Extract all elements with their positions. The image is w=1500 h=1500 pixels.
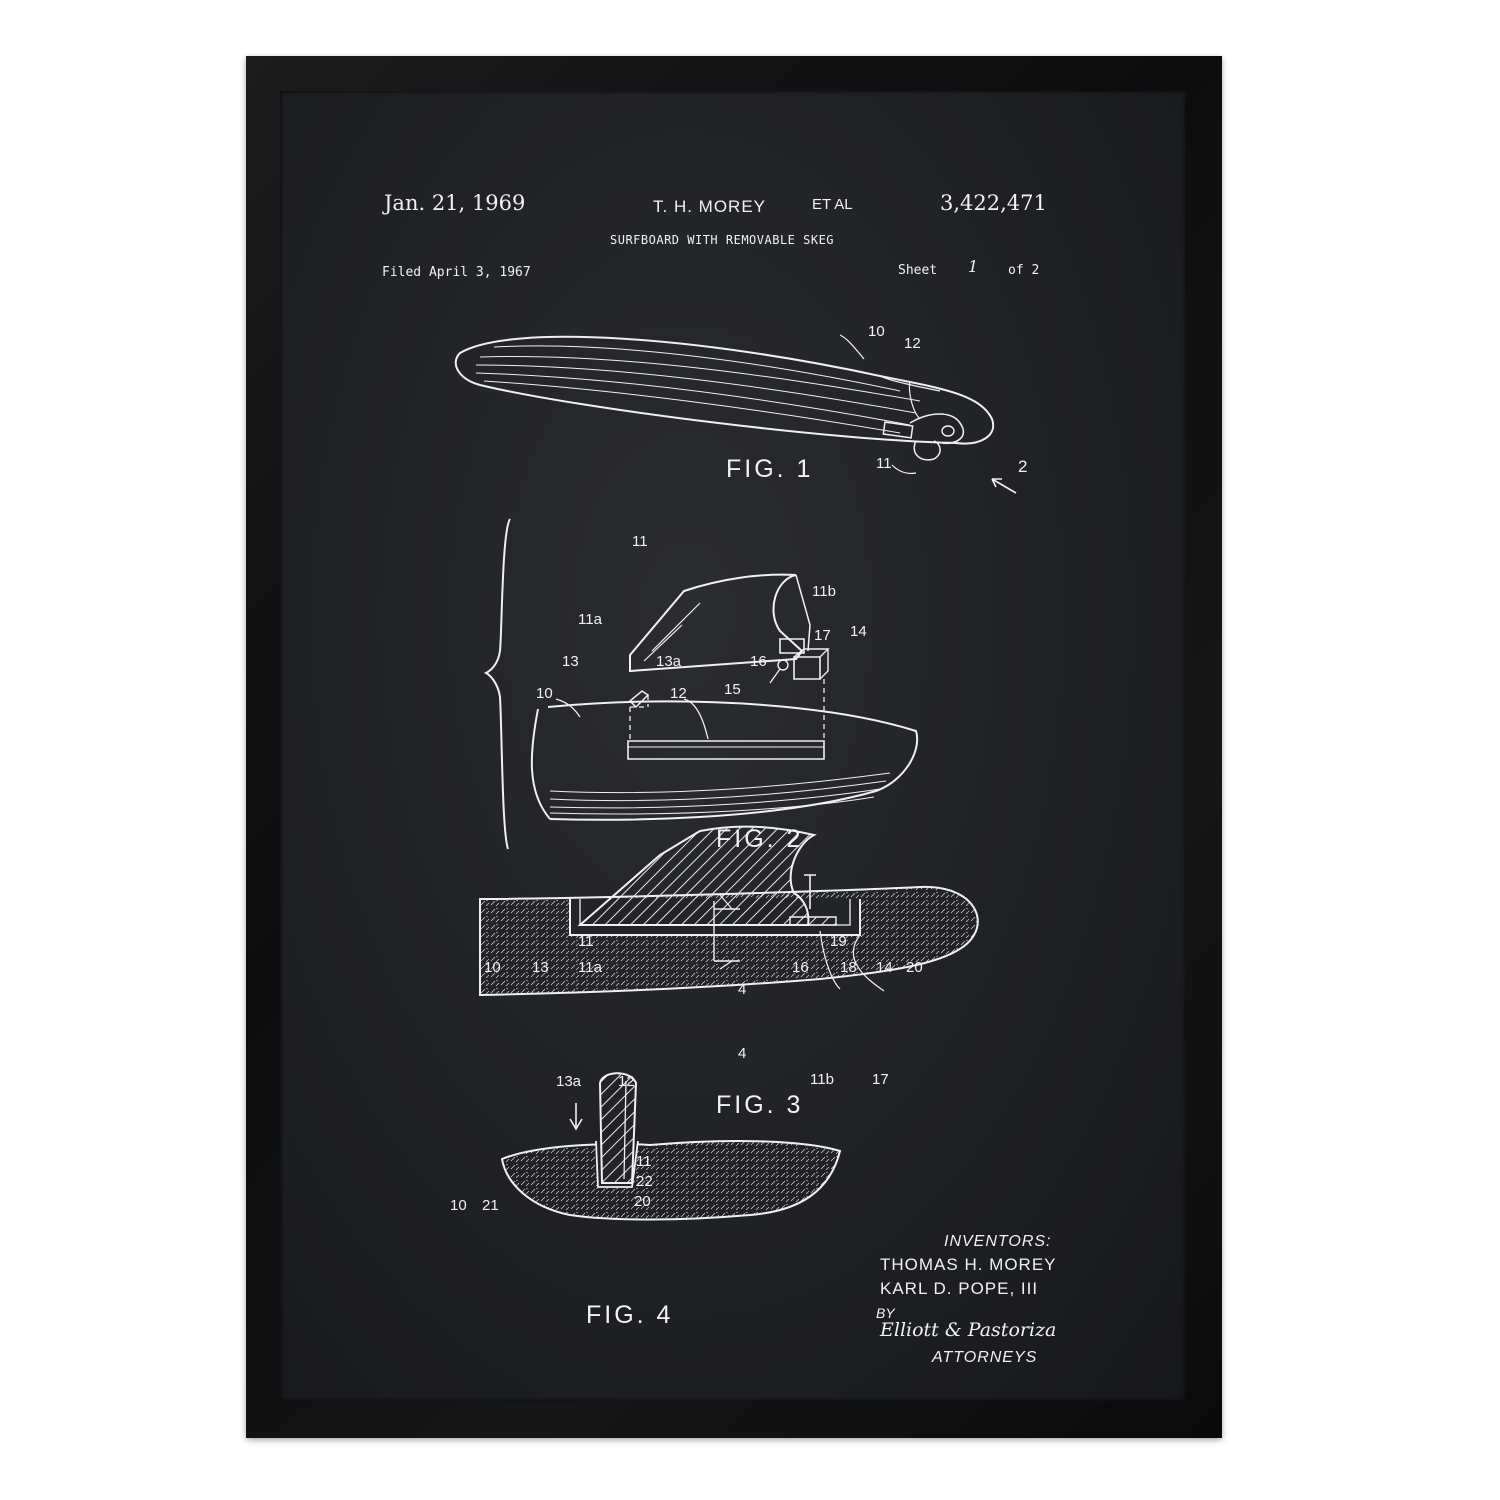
- fig3-callout: 12: [618, 1073, 635, 1090]
- fig3-callout: 20: [906, 959, 923, 976]
- fig4-fin-socket: [502, 1073, 840, 1219]
- fig4-callout: 22: [636, 1173, 653, 1190]
- fig3-callout: 10: [484, 959, 501, 976]
- fig4-callout: 21: [482, 1197, 499, 1214]
- fig2-callout: 11: [632, 533, 648, 550]
- inventors-label: INVENTORS:: [944, 1233, 1052, 1250]
- fig1-callout: 10: [868, 323, 885, 340]
- fig3-label: FIG. 3: [716, 1091, 804, 1119]
- fig3-callout: 13a: [556, 1073, 582, 1090]
- fig2-callout: 11a: [578, 611, 602, 628]
- fig2-callout: 16: [750, 653, 767, 670]
- attorneys-label: ATTORNEYS: [932, 1349, 1038, 1366]
- fig3-callout: 19: [830, 933, 847, 950]
- fig3-callout: 17: [872, 1071, 889, 1088]
- fig3-callout: 4: [738, 981, 747, 998]
- inventor-name: KARL D. POPE, III: [880, 1279, 1039, 1298]
- fig2-callout: 14: [850, 623, 867, 640]
- fig1-callout: 2: [1018, 457, 1028, 476]
- fig4-callout: 10: [450, 1197, 467, 1214]
- sheet-number: 1: [968, 257, 979, 276]
- inventor-name: THOMAS H. MOREY: [880, 1255, 1057, 1274]
- patent-inventor-header: T. H. MOREY: [653, 197, 767, 216]
- filed-date: Filed April 3, 1967: [382, 265, 531, 280]
- fig4-callout: 20: [634, 1193, 651, 1210]
- fig1-label: FIG. 1: [726, 455, 814, 483]
- fig4-label: FIG. 4: [586, 1301, 674, 1329]
- fig2-callout: 10: [536, 685, 553, 702]
- sheet-of: of 2: [1008, 263, 1040, 278]
- fig3-callout: 4: [738, 1045, 747, 1062]
- patent-date: Jan. 21, 1969: [384, 191, 526, 215]
- fig4-callout: 11: [636, 1153, 652, 1170]
- fig3-callout: 16: [792, 959, 809, 976]
- fig1-callout: 11: [876, 455, 892, 472]
- fig1-surfboard: [456, 335, 1016, 493]
- fig3-callout: 11b: [810, 1071, 834, 1088]
- fig3-callout: 13: [532, 959, 549, 976]
- fig3-callout: 18: [840, 959, 857, 976]
- fig2-callout: 17: [814, 627, 831, 644]
- attorney-signature: Elliott & Pastoriza: [880, 1319, 1057, 1341]
- fig2-callout: 15: [724, 681, 741, 698]
- by-label: BY: [876, 1305, 895, 1321]
- fig2-callout: 13a: [656, 653, 682, 670]
- fig3-callout: 11a: [578, 959, 602, 976]
- patent-number: 3,422,471: [940, 191, 1047, 215]
- fig1-callout: 12: [904, 335, 921, 352]
- fig3-callout: 14: [876, 959, 893, 976]
- fig3-cross-section: [480, 827, 978, 995]
- patent-drawings: [280, 91, 1186, 1401]
- patent-et-al: ET AL: [812, 196, 853, 213]
- fig2-callout: 13: [562, 653, 579, 670]
- fig2-label: FIG. 2: [716, 825, 804, 853]
- fig3-callout: 11: [578, 933, 594, 950]
- poster-frame: Jan. 21, 1969 T. H. MOREY ET AL 3,422,47…: [246, 56, 1222, 1438]
- fig2-callout: 11b: [812, 583, 836, 600]
- fig2-exploded-view: [486, 519, 917, 849]
- sheet-label: Sheet: [898, 263, 938, 278]
- fig2-callout: 12: [670, 685, 687, 702]
- patent-sheet: Jan. 21, 1969 T. H. MOREY ET AL 3,422,47…: [280, 91, 1186, 1401]
- patent-title: SURFBOARD WITH REMOVABLE SKEG: [610, 233, 835, 247]
